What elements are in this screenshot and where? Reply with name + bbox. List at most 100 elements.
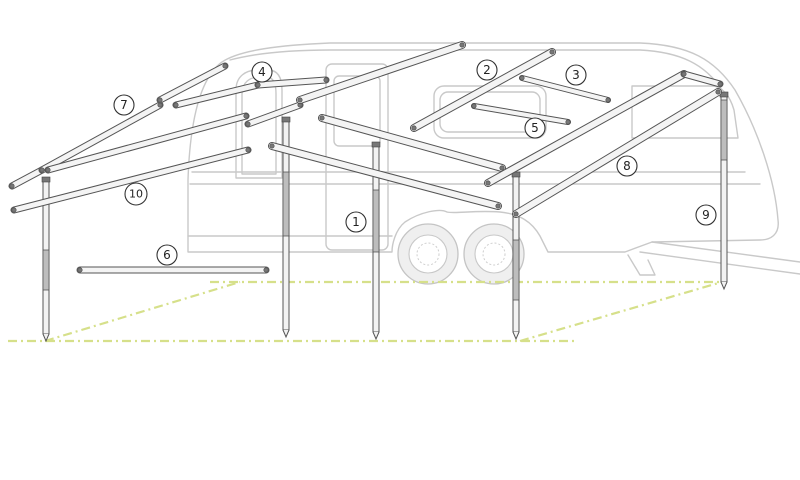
rafter-lower <box>268 142 502 210</box>
ridge-8-b-end-b <box>715 89 721 95</box>
rafter-4-b-end-a <box>255 82 261 88</box>
callout-10: 10 <box>124 182 148 206</box>
ridge-2-a-body <box>297 42 465 103</box>
callout-8-label: 8 <box>623 159 631 173</box>
callout-6: 6 <box>156 244 178 266</box>
rafter-4-a-end-a <box>173 102 179 108</box>
ridge-2-b-body <box>411 49 555 131</box>
leg-pole-rear-right-spike <box>720 281 728 291</box>
leg-pole-front-left-adjuster <box>42 249 50 291</box>
rafter-10-end-b <box>245 147 251 153</box>
brace-3 <box>519 75 611 103</box>
brace-5-body <box>472 104 570 124</box>
rafter-7-a-body <box>9 167 45 189</box>
rafter-centre-end-a <box>319 115 325 121</box>
rafter-10-body <box>11 147 251 213</box>
leg-pole-centre-left <box>281 116 291 339</box>
caravan-wheels <box>397 223 525 285</box>
leg-pole-front-left-top-fitting <box>41 176 51 183</box>
ridge-8-a-end-a <box>485 180 491 186</box>
rafter-10 <box>10 146 252 214</box>
brace-5-end-a <box>471 103 477 109</box>
rafter-7-b-end-a <box>39 167 45 173</box>
ridge-8-a-body <box>485 71 687 186</box>
brace-5 <box>471 103 571 125</box>
rafter-lower-body <box>269 143 501 209</box>
callouts: 1 2 3 4 5 6 7 <box>113 59 717 266</box>
leg-pole-centre-left-adjuster <box>282 171 290 237</box>
side-pole-6-end-a <box>77 267 83 273</box>
brace-4-end-a <box>245 121 251 127</box>
leg-pole-centre-left-top-fitting <box>281 116 291 123</box>
ridge-8-joint-end-a <box>681 71 687 77</box>
ridge-8-b-end-a <box>513 211 519 217</box>
callout-1-label: 1 <box>352 215 360 229</box>
caravan-roof-line <box>229 49 723 91</box>
side-pole-6 <box>76 266 270 274</box>
ridge-8-b <box>512 88 722 218</box>
rafter-7-c-end-a <box>157 97 163 103</box>
brace-4-body <box>245 102 303 127</box>
rafter-7-b <box>38 101 164 174</box>
rafter-4-b-end-b <box>323 77 329 83</box>
rafter-7-c-end-b <box>222 63 228 69</box>
rafter-lower-end-b <box>495 203 501 209</box>
leg-pole-centre-right-adjuster <box>512 239 520 301</box>
wheel-front-hub <box>416 242 440 266</box>
rafter-7-c <box>156 62 229 104</box>
ground-left-line <box>44 280 241 343</box>
leg-pole-centre-right-spike <box>512 331 520 341</box>
ridge-8-joint-body <box>681 71 723 87</box>
caravan-body <box>187 42 779 253</box>
rafter-front-mid-body <box>45 113 249 173</box>
door-window <box>333 75 381 147</box>
ridge-2-a-end-a <box>297 97 303 103</box>
brace-3-end-a <box>519 75 525 81</box>
rafter-7-c-body <box>157 63 228 103</box>
ridge-2-a-end-b <box>459 42 465 48</box>
rafter-front-mid <box>44 112 250 174</box>
ridge-8-a <box>484 70 688 187</box>
brace-3-end-b <box>605 97 611 103</box>
leg-pole-centre-spike <box>372 331 380 341</box>
rafter-4-b <box>254 76 330 89</box>
callout-6-label: 6 <box>163 248 171 262</box>
ground-right-line <box>519 280 723 343</box>
leg-pole-front-left-spike <box>42 333 50 343</box>
callout-5-label: 5 <box>531 121 539 135</box>
callout-9-label: 9 <box>702 208 710 222</box>
callout-2: 2 <box>476 59 498 81</box>
ridge-2-b-end-a <box>411 125 417 131</box>
leg-pole-centre-top-fitting <box>371 141 381 148</box>
rafter-7-a-end-a <box>9 183 15 189</box>
side-pole-6-end-b <box>263 267 269 273</box>
leg-pole-centre-right <box>511 171 521 341</box>
ridge-8-b-body <box>513 89 721 217</box>
callout-10-label: 10 <box>129 188 143 201</box>
wheel-rear-hub <box>482 242 506 266</box>
leg-pole-centre-left-spike <box>282 329 290 339</box>
brace-4 <box>244 101 304 128</box>
callout-3-label: 3 <box>572 68 580 82</box>
leg-pole-centre-adjuster <box>372 189 380 253</box>
ridge-2-a <box>296 41 466 104</box>
callout-4-label: 4 <box>258 65 266 79</box>
callout-7: 7 <box>113 94 135 116</box>
brace-3-body <box>520 76 610 102</box>
rafter-7-b-body <box>39 102 163 173</box>
awning-frame <box>8 41 729 343</box>
callout-8: 8 <box>616 155 638 177</box>
callout-4: 4 <box>251 61 273 83</box>
ridge-8-joint <box>680 70 724 88</box>
rafter-4-a-body <box>173 82 261 108</box>
leg-pole-rear-right <box>719 91 729 291</box>
jockey-wheel <box>627 254 656 276</box>
rafter-front-mid-end-b <box>243 113 249 119</box>
rafter-10-end-a <box>11 207 17 213</box>
callout-7-label: 7 <box>120 98 128 112</box>
rafter-lower-end-a <box>269 143 275 149</box>
callout-9: 9 <box>695 204 717 226</box>
callout-3: 3 <box>565 64 587 86</box>
caravan-drawbar <box>639 241 800 275</box>
